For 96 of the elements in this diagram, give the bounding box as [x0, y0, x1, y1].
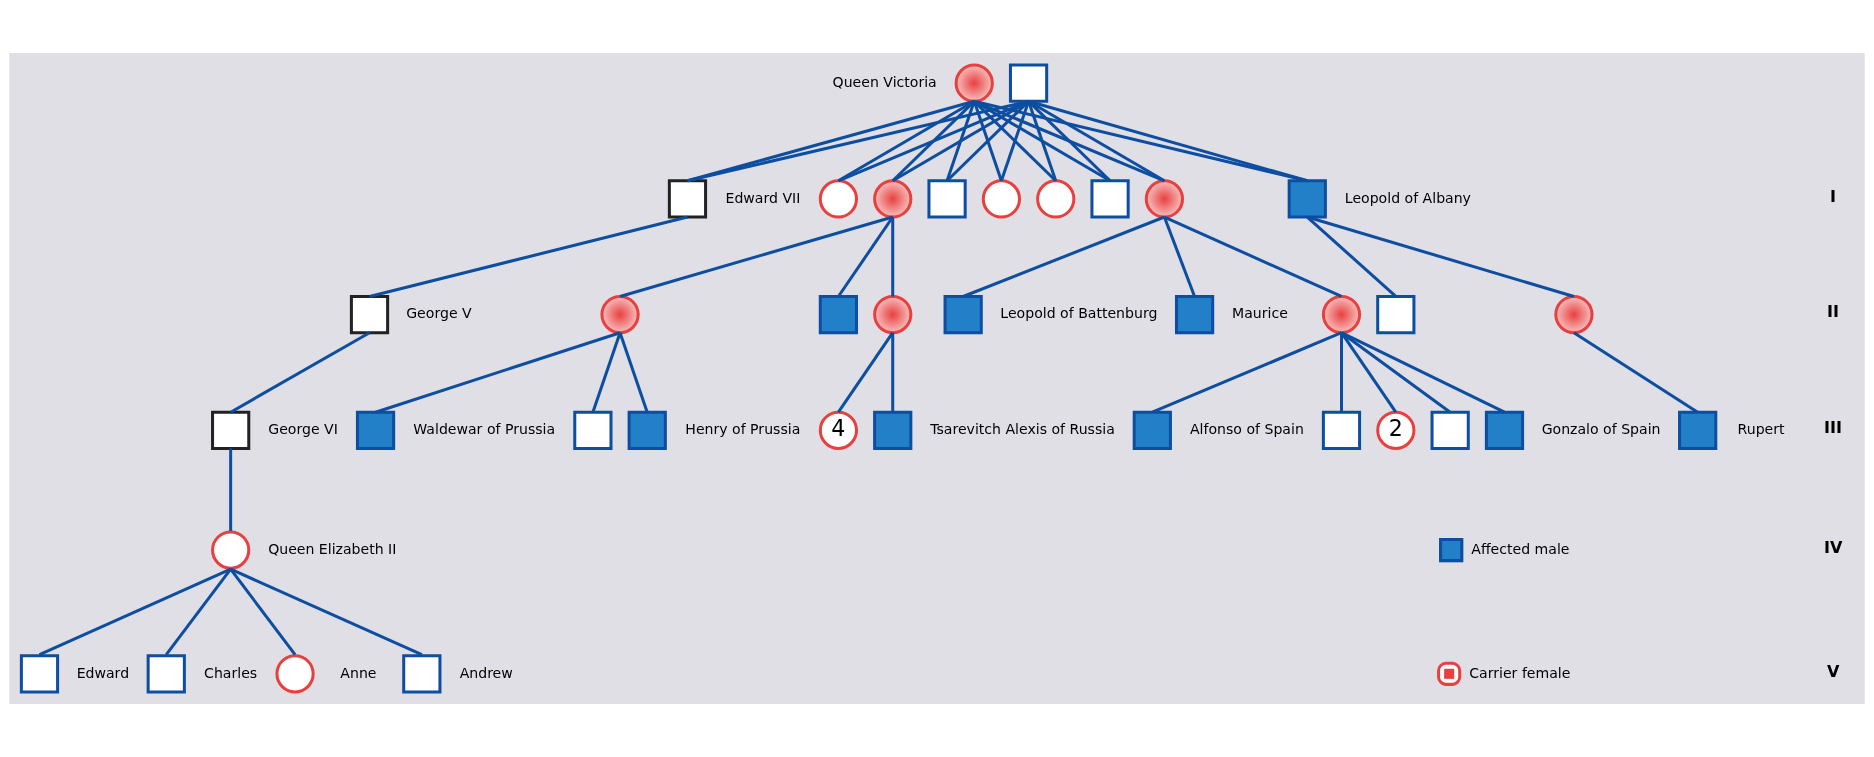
node-box: [943, 295, 983, 335]
connector: [375, 331, 621, 414]
connector: [1151, 331, 1343, 414]
node-label: Charles: [204, 664, 258, 681]
node-circle: [818, 179, 858, 219]
node-circle: [1036, 179, 1076, 219]
connector: [973, 99, 1308, 183]
node-label: Tsarevitch Alexis of Russia: [930, 421, 1115, 438]
node-box: [19, 654, 60, 694]
connector: [165, 568, 232, 656]
node-label: Andrew: [459, 664, 513, 681]
node-circle: [211, 530, 251, 570]
node-box: [146, 654, 186, 694]
node-box: [1321, 410, 1362, 450]
node-box: [1132, 410, 1172, 450]
node-label: Edward: [76, 664, 130, 681]
node-label: Leopold of Albany: [1344, 189, 1471, 206]
connector: [1163, 215, 1343, 298]
node-label: Waldewar of Prussia: [413, 421, 556, 438]
node-box: [873, 410, 913, 450]
connector: [38, 567, 232, 657]
node-box: [1484, 410, 1525, 450]
connector: [619, 215, 894, 298]
node-box: [402, 654, 442, 694]
legend-label: Carrier female: [1469, 664, 1571, 681]
node-circle: [1554, 295, 1594, 335]
node-label: Maurice: [1232, 305, 1288, 322]
node-circle: [1144, 179, 1184, 219]
label: V: [1826, 661, 1840, 681]
node-box: [1376, 295, 1416, 335]
connector: [962, 215, 1165, 298]
node-label: Queen Elizabeth II: [268, 540, 397, 557]
node-label: Alfonso of Spain: [1189, 421, 1304, 438]
connector: [229, 448, 233, 531]
connector: [1340, 332, 1343, 413]
connector: [591, 332, 622, 413]
node-box: [627, 410, 667, 450]
node-box: [1430, 410, 1470, 450]
node-label: Leopold of Battenburg: [1000, 305, 1158, 322]
node-circle: [954, 63, 994, 103]
node-box: [211, 410, 251, 450]
node-box: [1174, 295, 1215, 335]
node-circle: 4: [818, 410, 858, 450]
connector: [687, 99, 1029, 183]
node-box: [667, 179, 708, 219]
node-circle: [1321, 295, 1362, 335]
node-box: [1090, 179, 1130, 219]
connector: [618, 332, 649, 413]
node-box: [927, 179, 967, 219]
connector: [1340, 331, 1506, 414]
node-label: George VI: [268, 421, 338, 438]
node-circle: [600, 295, 640, 335]
connector: [837, 331, 894, 414]
node-box: [573, 410, 613, 450]
node-box: [818, 295, 858, 335]
label: II: [1826, 302, 1839, 322]
connector: [1306, 215, 1575, 298]
connector: [973, 99, 1165, 183]
node-box: [349, 295, 390, 335]
connector: [1306, 215, 1397, 298]
connector: [1028, 99, 1308, 183]
node-label: Gonzalo of Spain: [1541, 421, 1661, 438]
connector: [1163, 216, 1196, 298]
node-box: [1287, 179, 1327, 219]
node-label: Rupert: [1737, 421, 1785, 438]
label: I: [1829, 186, 1836, 206]
node-box: [355, 410, 396, 450]
label: IV: [1823, 537, 1843, 557]
label: III: [1823, 418, 1842, 438]
node-circle: [275, 654, 315, 694]
connector: [229, 568, 297, 656]
connector: [687, 99, 975, 183]
connector: [229, 331, 371, 414]
connector: [837, 99, 1030, 183]
node-circle: [873, 295, 913, 335]
connector: [837, 100, 975, 183]
node-box: [1678, 410, 1718, 450]
node-circle: [981, 179, 1021, 219]
connector: [837, 216, 894, 298]
node-label: Henry of Prussia: [685, 421, 801, 438]
connector: [369, 215, 688, 298]
connector: [891, 332, 895, 413]
connector: [973, 100, 1111, 183]
node-label: Edward VII: [725, 189, 801, 206]
connector: [1340, 331, 1398, 414]
node-box: [1008, 63, 1049, 103]
node-circle: 2: [1376, 410, 1416, 450]
node-label: George V: [406, 305, 472, 322]
legend-label: Affected male: [1471, 540, 1570, 557]
connector: [1340, 331, 1452, 414]
connector: [891, 217, 895, 297]
node-label: Queen Victoria: [832, 73, 937, 90]
connector: [230, 567, 423, 657]
node-circle: [873, 179, 913, 219]
connector: [1573, 331, 1699, 414]
node-label: Anne: [340, 664, 377, 681]
